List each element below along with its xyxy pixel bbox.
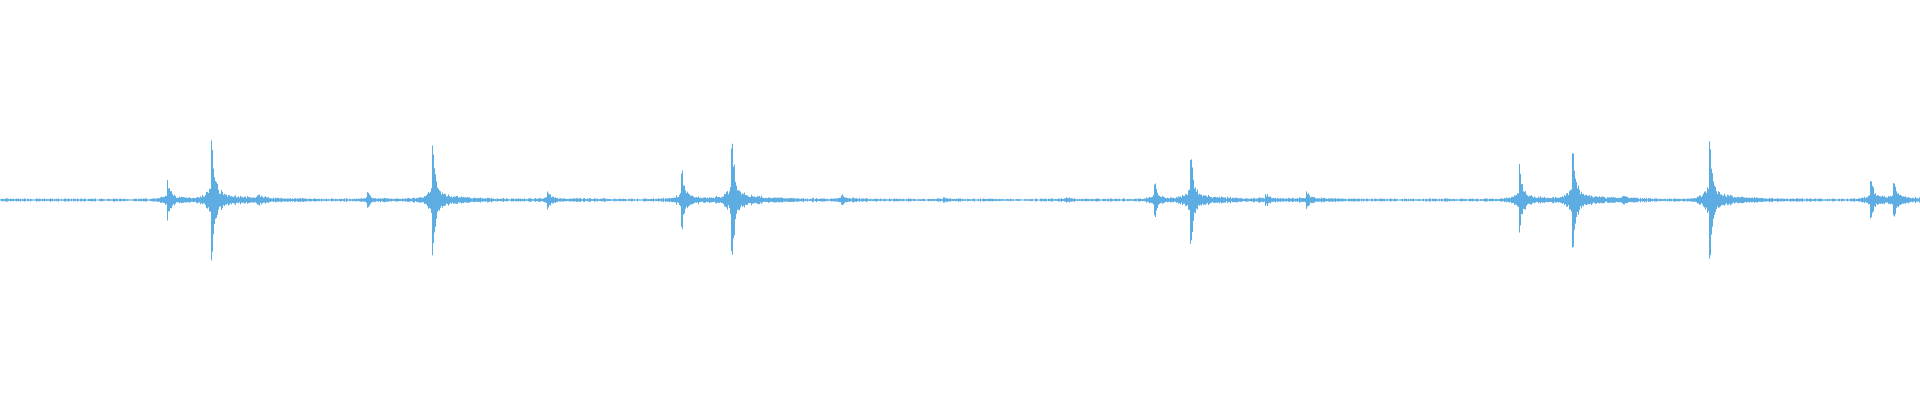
- waveform-samples: [0, 140, 1920, 261]
